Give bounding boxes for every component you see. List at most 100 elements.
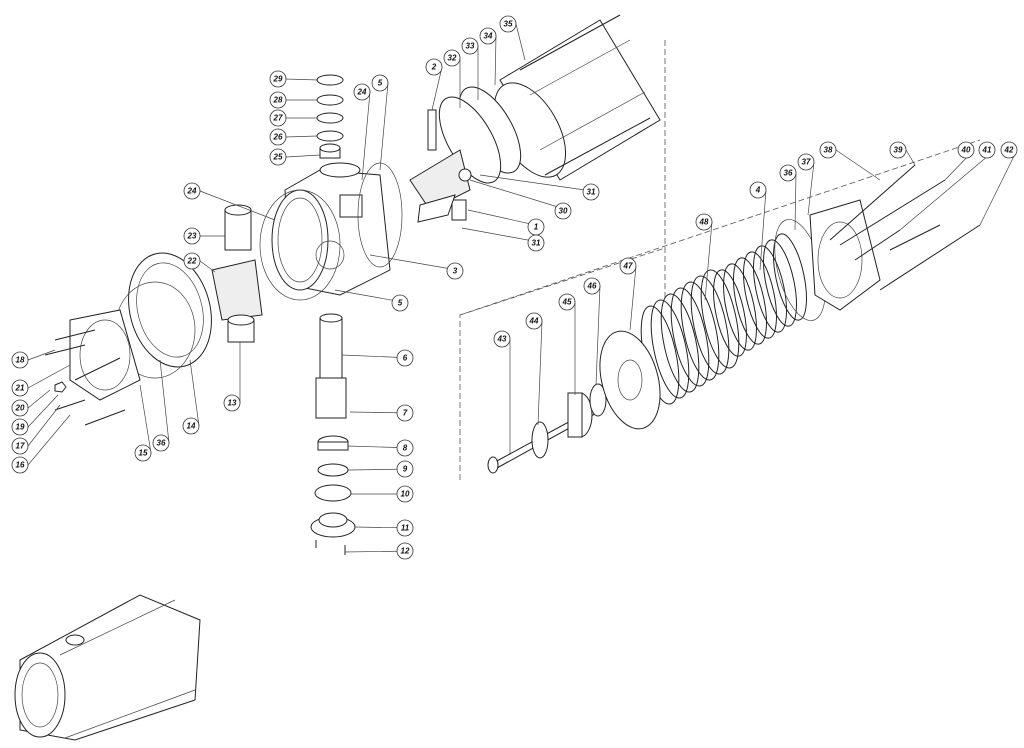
balloon-circle xyxy=(396,485,414,503)
part-number: 17 xyxy=(16,442,25,451)
spring-coil xyxy=(660,293,700,393)
part-number: 21 xyxy=(15,384,25,393)
balloon-circle xyxy=(183,227,201,245)
part-number: 4 xyxy=(755,186,761,195)
part-balloon-39: 39 xyxy=(889,141,916,166)
balloon-circle xyxy=(11,399,29,417)
leader-line xyxy=(537,320,543,426)
leader-line xyxy=(285,135,318,138)
actuator-body xyxy=(259,162,403,301)
part-balloon-26: 26 xyxy=(269,128,318,146)
balloon-circle xyxy=(499,15,517,33)
part-number: 6 xyxy=(403,354,408,363)
part-balloon-41: 41 xyxy=(899,141,996,231)
part-balloon-25: 25 xyxy=(269,148,321,166)
balloon-circle xyxy=(554,202,572,220)
part-number: 8 xyxy=(403,444,408,453)
part-number: 23 xyxy=(187,232,197,241)
part-number: 41 xyxy=(982,146,992,155)
leader-line xyxy=(807,161,815,216)
part-number: 10 xyxy=(401,490,410,499)
part-balloon-30: 30 xyxy=(469,179,572,220)
balloon-circle xyxy=(11,418,29,436)
balloon-circle xyxy=(493,330,511,348)
balloon-circle xyxy=(695,213,713,231)
ring-stack xyxy=(316,74,344,159)
leader-line xyxy=(431,66,443,111)
part-number: 31 xyxy=(587,188,596,197)
part-number: 35 xyxy=(504,20,513,29)
balloon-circle xyxy=(1000,141,1018,159)
part-number: 22 xyxy=(187,257,197,266)
leader-line xyxy=(27,364,71,389)
part-balloon-36: 36 xyxy=(152,359,170,452)
tie-rods xyxy=(829,164,981,291)
part-balloon-24: 24 xyxy=(353,83,371,181)
part-balloon-18: 18 xyxy=(11,349,56,369)
leader-line xyxy=(361,91,371,181)
part-number: 13 xyxy=(228,399,237,408)
spring-coil xyxy=(733,257,767,345)
leader-line xyxy=(595,285,601,386)
leader-line xyxy=(479,174,600,193)
leader-line xyxy=(759,189,767,271)
part-number: 1 xyxy=(534,223,539,232)
balloon-circle xyxy=(819,141,837,159)
balloon-circle xyxy=(183,252,201,270)
left-bolts xyxy=(44,329,126,426)
balloon-circle xyxy=(479,27,497,45)
leader-line xyxy=(285,78,319,81)
part-number: 7 xyxy=(403,409,408,418)
part-number: 29 xyxy=(273,75,283,84)
balloon-circle xyxy=(797,153,815,171)
balloon-circle xyxy=(583,277,601,295)
part-balloon-24: 24 xyxy=(183,182,276,221)
part-balloon-6: 6 xyxy=(341,349,414,367)
part-balloon-23: 23 xyxy=(183,227,225,245)
balloon-circle xyxy=(11,456,29,474)
balloon-circle xyxy=(446,262,464,280)
balloon-circle xyxy=(134,444,152,462)
balloon-circle xyxy=(749,181,767,199)
balloon-circle xyxy=(396,542,414,560)
part-balloon-14: 14 xyxy=(182,359,200,435)
balloon-circle xyxy=(396,519,414,537)
right-end-cap xyxy=(774,199,881,321)
balloon-circle xyxy=(396,349,414,367)
part-balloon-22: 22 xyxy=(183,252,216,273)
spring-coil xyxy=(773,233,807,321)
balloon-circle xyxy=(396,460,414,478)
leader-line xyxy=(27,404,61,447)
part-number: 25 xyxy=(273,153,283,162)
spring-coil xyxy=(680,281,720,381)
part-balloon-20: 20 xyxy=(11,389,51,417)
part-balloon-11: 11 xyxy=(354,519,414,537)
part-number: 38 xyxy=(824,146,833,155)
leader-line xyxy=(979,149,1018,226)
part-balloon-21: 21 xyxy=(11,364,71,397)
part-balloon-36: 36 xyxy=(779,164,797,231)
spring-piston xyxy=(487,330,661,474)
balloon-circle xyxy=(582,183,600,201)
balloon-circle xyxy=(391,294,409,312)
part-balloon-28: 28 xyxy=(269,91,317,109)
balloon-circle xyxy=(396,439,414,457)
assembly-axes xyxy=(459,40,981,480)
balloon-circle xyxy=(371,74,389,92)
leader-line xyxy=(199,190,276,221)
part-balloon-8: 8 xyxy=(347,439,414,457)
part-balloon-47: 47 xyxy=(619,257,637,331)
balloon-circle xyxy=(269,91,287,109)
part-balloon-16: 16 xyxy=(11,414,71,474)
balloon-circle xyxy=(461,37,479,55)
leader-line xyxy=(199,260,216,273)
part-number: 24 xyxy=(357,88,367,97)
part-balloon-5: 5 xyxy=(371,74,389,171)
part-balloon-17: 17 xyxy=(11,404,61,455)
part-balloon-31: 31 xyxy=(479,174,600,201)
part-balloon-34: 34 xyxy=(479,27,497,86)
spring-set xyxy=(640,233,807,405)
part-balloon-10: 10 xyxy=(351,485,414,503)
